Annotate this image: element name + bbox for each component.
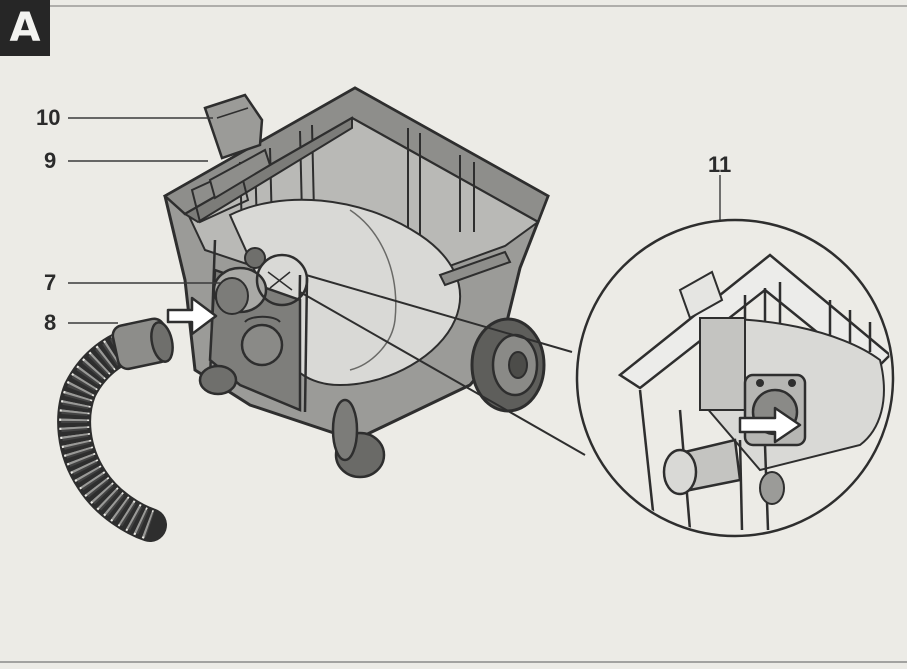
wheels [198,317,546,479]
callout-7: 7 [44,270,57,295]
vacuum-bin [162,86,550,442]
callout-11: 11 [708,152,732,177]
hose-icon [57,317,174,542]
figure-badge: A [0,0,50,56]
detail-magnifier [299,218,895,538]
callout-9: 9 [44,148,57,173]
insert-arrow-icon [166,296,218,336]
callout-10: 10 [36,105,61,130]
callout-8: 8 [44,310,57,335]
